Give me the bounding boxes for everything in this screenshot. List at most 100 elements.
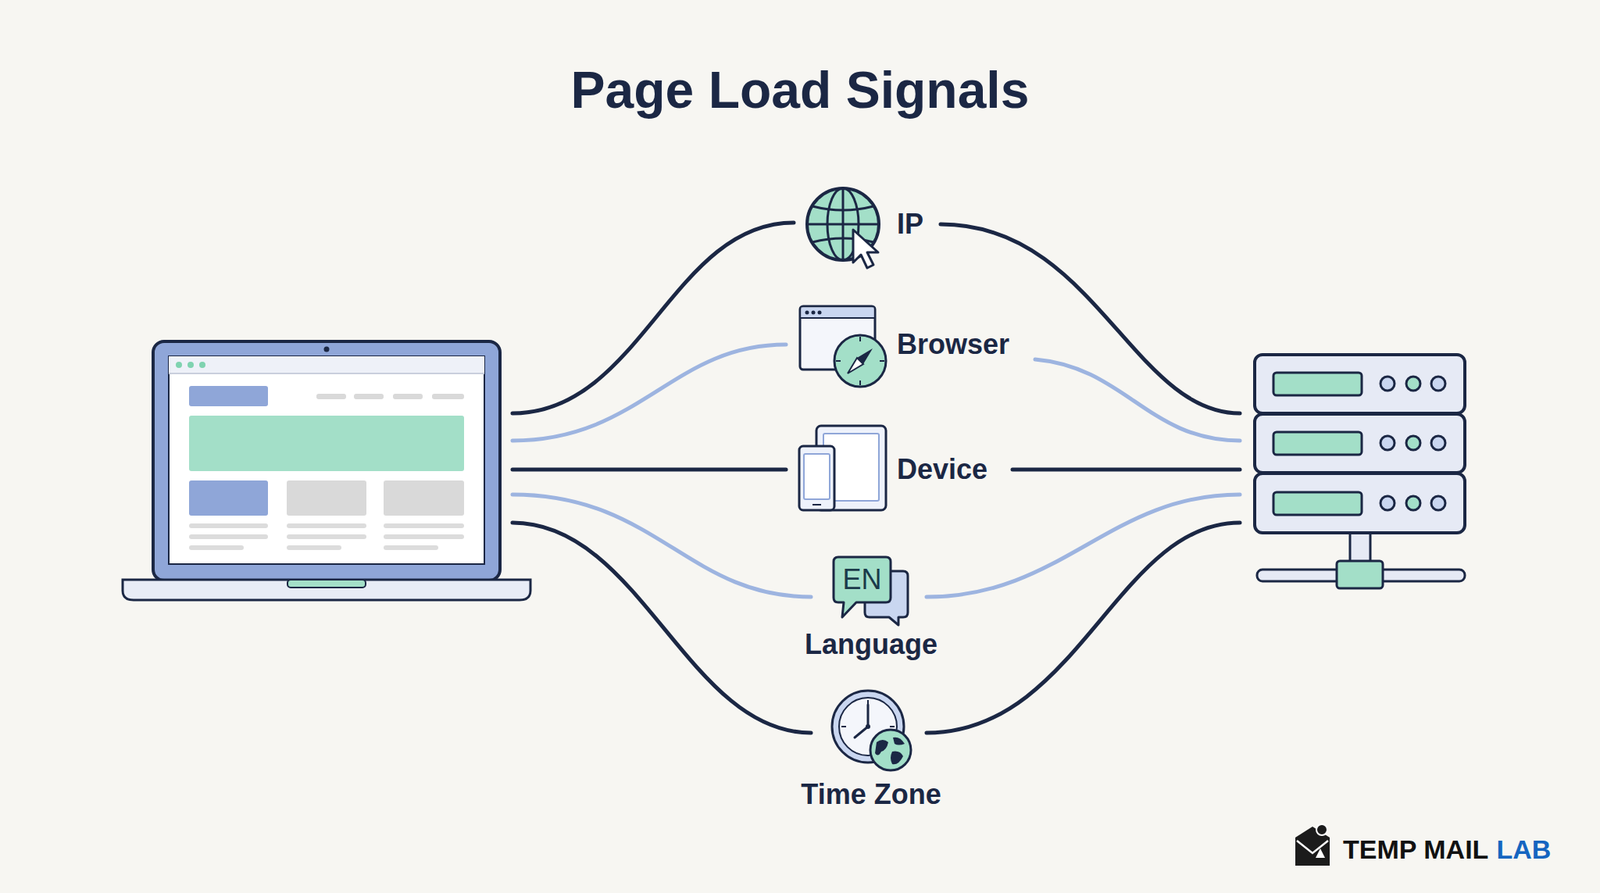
globe-icon-part — [807, 223, 879, 226]
laptop-illustration-part — [122, 579, 531, 600]
laptop-illustration-part — [287, 579, 366, 588]
laptop-illustration-part — [189, 545, 244, 550]
browser-icon — [800, 306, 886, 387]
device-icon-part — [812, 503, 822, 506]
signal-label: Browser — [896, 326, 1030, 363]
server-illustration-part — [1406, 435, 1421, 450]
laptop-illustration-part — [432, 393, 465, 400]
server-illustration — [1254, 354, 1465, 589]
laptop-illustration-part — [189, 534, 268, 540]
watermark-logo — [1295, 824, 1330, 866]
server-illustration-part — [1431, 435, 1446, 450]
browser-icon-part — [805, 310, 810, 315]
clock-icon-part — [841, 725, 847, 728]
laptop-illustration-part — [168, 356, 485, 565]
browser-icon-part — [801, 307, 875, 318]
watermark-text: LAB — [1496, 834, 1551, 865]
signal-wire-part — [512, 467, 786, 472]
watermark: TEMP MAILLAB — [1342, 832, 1551, 866]
laptop-illustration-part — [189, 480, 268, 516]
laptop-illustration-part — [353, 393, 384, 400]
laptop-illustration-part — [189, 415, 465, 472]
browser-icon-part — [817, 310, 822, 315]
clock-icon — [832, 690, 911, 771]
signal-node: Device — [896, 451, 1022, 488]
clock-icon-part — [892, 737, 905, 746]
server-illustration-part — [1254, 414, 1465, 473]
laptop-illustration-part — [168, 372, 485, 375]
laptop-illustration-part — [286, 534, 367, 540]
device-icon-part — [799, 446, 835, 511]
laptop-illustration-part — [286, 523, 367, 529]
device-icon-part — [803, 453, 830, 500]
browser-icon-part — [811, 310, 816, 315]
server-illustration-part — [1431, 376, 1446, 391]
signal-wire-part — [512, 522, 811, 733]
watermark-logo-part — [1316, 824, 1328, 836]
signal-wire — [512, 222, 1240, 733]
signal-label: IP — [896, 206, 960, 243]
signal-node: Time Zone — [781, 777, 961, 812]
browser-icon-part — [879, 360, 885, 362]
laptop-illustration-part — [168, 356, 485, 374]
browser-icon-part — [800, 317, 875, 319]
server-illustration-part — [1380, 435, 1395, 450]
server-illustration-part — [1380, 376, 1395, 391]
clock-icon-part — [890, 751, 904, 765]
server-illustration-part — [1406, 496, 1421, 511]
server-illustration-part — [1254, 473, 1465, 533]
laptop-illustration-part — [383, 545, 439, 550]
laptop-illustration-part — [189, 385, 268, 407]
signal-wire-part — [1012, 467, 1240, 472]
server-illustration-part — [1254, 354, 1465, 414]
watermark-logo-part — [1296, 840, 1329, 854]
laptop-illustration-part — [392, 393, 423, 400]
server-illustration-part — [1273, 432, 1362, 455]
clock-icon-part — [875, 739, 889, 756]
globe-icon — [807, 188, 879, 268]
globe-icon-part — [853, 229, 879, 268]
signal-wire-part — [512, 344, 786, 441]
signal-node: Browser — [896, 326, 1030, 363]
laptop-illustration-part — [316, 393, 347, 400]
watermark-logo-part — [1315, 848, 1325, 858]
clock-icon-part — [867, 704, 870, 727]
clock-icon-part — [854, 726, 868, 738]
signal-wire-part — [512, 494, 811, 597]
browser-icon-part — [859, 380, 861, 386]
server-illustration-part — [1273, 372, 1362, 396]
signal-wire-part — [512, 222, 794, 414]
server-illustration-part — [1380, 496, 1395, 511]
signal-label: Time Zone — [781, 777, 961, 812]
server-illustration-part — [1273, 492, 1362, 515]
server-illustration-part — [1336, 560, 1383, 589]
browser-icon-part — [847, 357, 864, 374]
signal-node: ENLanguage — [792, 550, 950, 661]
laptop-illustration-part — [187, 361, 194, 368]
laptop-illustration — [122, 341, 531, 600]
globe-icon-part — [812, 206, 874, 211]
browser-icon-part — [834, 335, 886, 387]
laptop-illustration-part — [286, 545, 342, 550]
server-illustration-part — [1431, 496, 1446, 511]
watermark-text: TEMP MAIL — [1342, 834, 1489, 865]
laptop-illustration-part — [383, 523, 465, 529]
signal-label: Device — [896, 451, 1022, 488]
diagram-title: Page Load Signals — [0, 58, 1600, 122]
signal-wire-part — [940, 224, 1240, 414]
signal-label: Language — [792, 628, 950, 661]
clock-icon-part — [889, 725, 895, 728]
speech-bubble-icon — [833, 557, 908, 625]
laptop-illustration-part — [153, 341, 500, 581]
server-illustration-part — [1406, 376, 1421, 391]
laptop-illustration-part — [286, 480, 367, 516]
signal-wire-part — [926, 522, 1240, 733]
laptop-illustration-part — [383, 534, 465, 540]
clock-icon-part — [865, 724, 871, 729]
laptop-illustration-part — [383, 480, 465, 516]
browser-icon-part — [835, 360, 841, 362]
laptop-illustration-part — [199, 361, 206, 368]
